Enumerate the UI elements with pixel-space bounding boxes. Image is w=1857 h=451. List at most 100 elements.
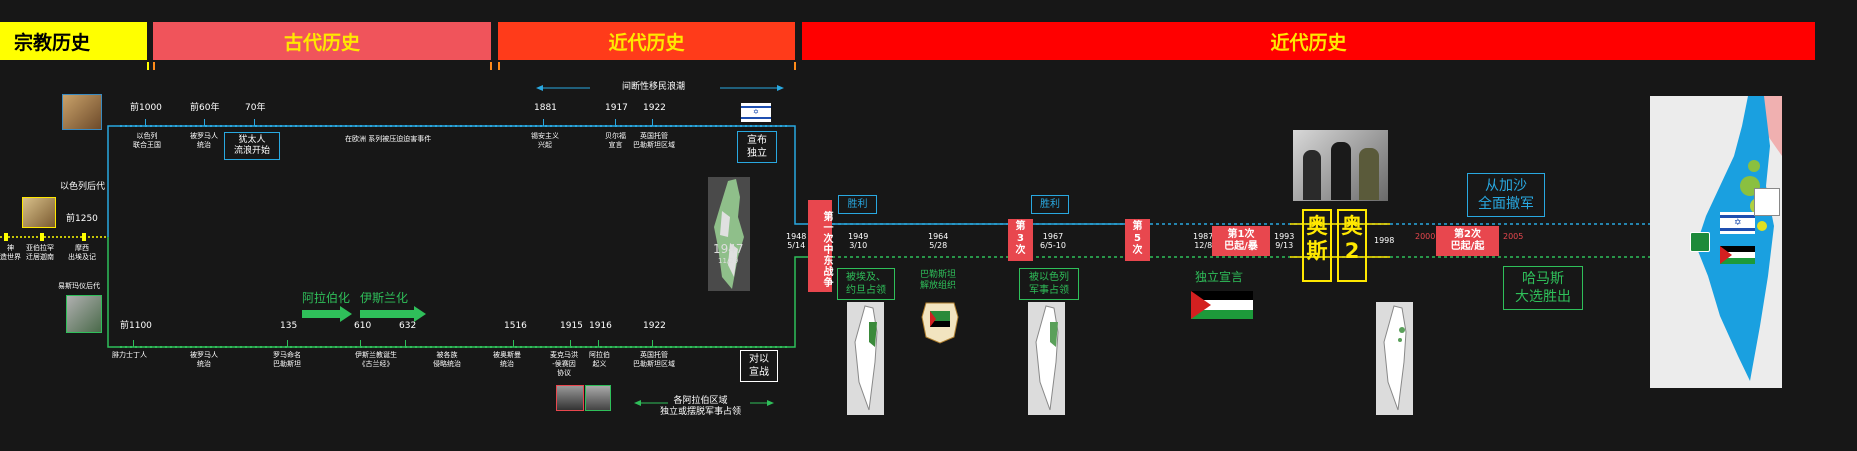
hamas-emblem [1690,232,1710,252]
map-1998 [1376,302,1413,415]
year-610: 610 [354,321,372,331]
header-tick [147,62,149,70]
tick [287,340,288,347]
header-religious-history: 宗教历史 [0,22,147,60]
moses-dot [82,233,86,241]
year-1881: 1881 [534,103,557,113]
header-early-modern-history: 近代历史 [498,22,795,60]
israel-flag-small: ✡ [741,103,771,122]
year-1916: 1916 [589,321,612,331]
tick [615,119,616,126]
gaza-withdrawal-box: 从加沙全面撤军 [1467,173,1545,217]
year-2005: 2005 [1503,232,1524,241]
year-1915: 1915 [560,321,583,331]
map-1949 [847,302,884,415]
header-tick [794,62,796,70]
tick [254,119,255,126]
tick [652,340,653,347]
migration-waves-label: 间断性移民浪潮 [622,82,686,92]
balfour-label: 贝尔福宣言 [605,132,626,149]
europe-persecution: 在欧洲 系列被压迫迫害事件 [345,135,432,143]
islamization-label: 伊斯兰化 [360,291,409,305]
plo-label: 巴勒斯坦解放组织 [920,270,957,291]
zionism-label: 锡安主义兴起 [531,132,559,149]
various-rule-label: 被各族侵略统治 [433,351,461,368]
moses-label: 摩西出埃及记 [68,244,96,261]
arab-revolt-label: 阿拉伯起义 [589,351,610,368]
current-map: ✡ [1650,96,1782,388]
year-1922-arab: 1922 [643,321,666,331]
tick [204,119,205,126]
header-modern-history: 近代历史 [802,22,1815,60]
jesus-portrait [62,94,102,130]
palestine-emblem [1754,188,1780,216]
palestine-flag [1191,291,1253,319]
palestine-flag-small [1720,246,1755,264]
year-60bc: 前60年 [190,103,220,113]
mcmahon-photo [556,385,584,411]
occupied-israel: 被以色列军事占领 [1019,268,1079,300]
opposition-box: 对以宣战 [740,350,778,382]
intifada-1-box: 第1次巴起/暴 [1212,226,1270,256]
year-2000: 2000 [1415,232,1436,241]
year-632: 632 [399,321,417,331]
tick [145,119,146,126]
tick [405,340,406,347]
plo-emblem [920,297,960,345]
map-1947-date: 11/29 [718,257,739,265]
unified-kingdom: 以色列联合王国 [133,132,161,149]
year-1250: 前1250 [66,214,98,224]
ottoman-label: 被奥斯曼统治 [493,351,521,368]
tick [360,340,361,347]
first-war-box: 第一次中东战争 [808,200,832,292]
year-1100bc: 前1100 [120,321,152,331]
header-ancient-history: 古代历史 [153,22,491,60]
year-70ad: 70年 [245,103,266,113]
creation-dot [4,233,8,241]
abraham-label: 亚伯拉罕迁居迦南 [26,244,54,261]
tick [598,340,599,347]
tick [133,340,134,347]
year-1516: 1516 [504,321,527,331]
roman-rule-jewish: 被罗马人统治 [190,132,218,149]
mandate-jewish: 英国托管巴勒斯坦区域 [633,132,675,149]
year-135: 135 [280,321,298,331]
israelite-ancestor-label: 以色列后代 [60,182,106,192]
creation-label: 神造世界 [0,244,21,261]
tick [570,340,571,347]
islamization-arrow [360,306,426,322]
oslo-signing-photo [1293,130,1388,201]
header-tick [498,62,500,70]
diaspora-box: 犹太人流浪开始 [224,132,280,160]
year-1922-jewish: 1922 [643,103,666,113]
tick [513,340,514,347]
occupied-egypt-jordan: 被埃及、约旦占领 [837,268,895,300]
victory-1-box: 胜利 [838,195,877,214]
abraham-portrait [22,197,56,228]
map-1947-year: 1947 [713,242,744,256]
ishmael-ancestor-label: 易斯玛仪后代 [58,282,100,290]
year-1917: 1917 [605,103,628,113]
map-1967 [1028,302,1065,415]
tick [652,119,653,126]
arab-independence-label: 各阿拉伯区域独立或摆脱军事占领 [660,396,742,417]
mcmahon-label: 麦克马洪-侯赛因协议 [550,351,578,377]
israel-flag: ✡ [1720,212,1755,234]
victory-2-box: 胜利 [1031,195,1069,214]
header-tick [153,62,155,70]
independence-box: 宣布独立 [737,131,777,163]
philistines-label: 腓力士丁人 [112,351,147,359]
mandate-arab: 英国托管巴勒斯坦区域 [633,351,675,368]
hamas-victory-box: 哈马斯大选胜出 [1503,266,1583,310]
independence-declaration: 独立宣言 [1195,270,1244,284]
